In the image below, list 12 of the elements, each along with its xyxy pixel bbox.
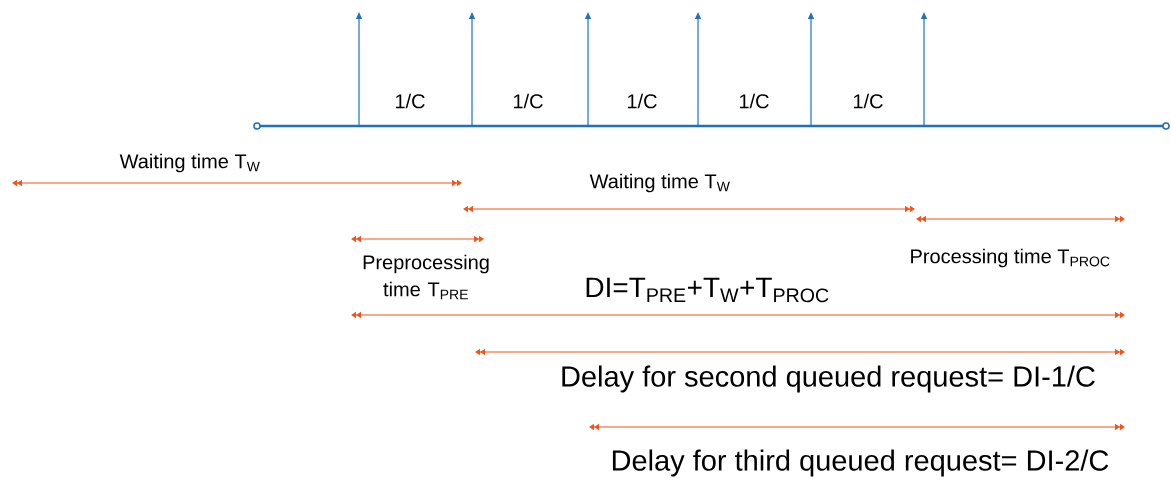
formula-label: DI=T$_{PRE}$+T$_{W}$+T$_{PROC}$ xyxy=(586,277,829,303)
interval-label: 1/C xyxy=(853,93,883,109)
duration-label: Preprocessing time T$_{PRE}$ xyxy=(363,254,489,300)
duration-label: Processing time T$_{PROC}$ xyxy=(911,248,1110,268)
interval-label: 1/C xyxy=(513,93,543,109)
duration-label: Waiting time T$_{W}$ xyxy=(119,153,260,173)
delay-label: Delay for third queued request= DI-2/C xyxy=(612,449,1109,477)
interval-label: 1/C xyxy=(395,93,425,109)
interval-label: 1/C xyxy=(739,93,769,109)
duration-label: Waiting time T$_{W}$ xyxy=(589,173,730,193)
delay-label: Delay for second queued request= DI-1/C xyxy=(562,365,1095,393)
interval-label: 1/C xyxy=(627,93,657,109)
